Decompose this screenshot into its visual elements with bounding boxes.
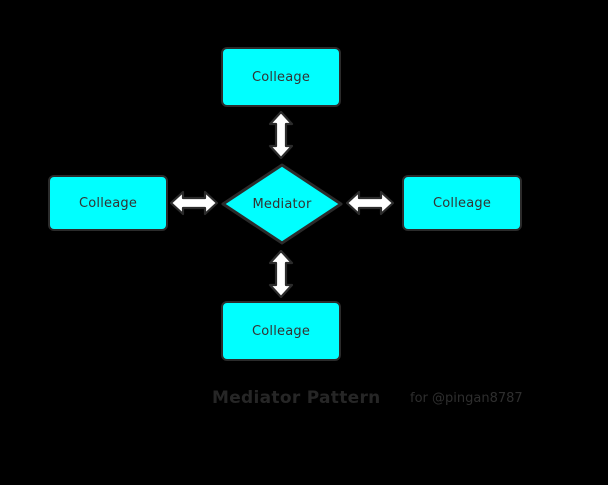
diagram-title: Mediator Pattern xyxy=(212,388,381,408)
connector-mediator-to-left-arrow[interactable] xyxy=(169,188,219,218)
connector-mediator-to-bottom-arrow[interactable] xyxy=(266,249,296,299)
connector-mediator-to-right-arrow[interactable] xyxy=(345,188,395,218)
node-label: Mediator xyxy=(252,196,312,212)
node-colleage-bottom[interactable]: Colleage xyxy=(221,301,341,361)
caption: Mediator Pattern for @pingan8787 xyxy=(0,388,608,414)
node-mediator[interactable]: Mediator xyxy=(221,163,343,245)
node-label: Colleage xyxy=(78,195,138,211)
double-arrow-horizontal-icon xyxy=(169,190,219,216)
double-arrow-vertical-icon xyxy=(268,110,294,160)
connector-mediator-to-top-arrow[interactable] xyxy=(266,110,296,160)
diagram-credit: for @pingan8787 xyxy=(410,391,523,406)
double-arrow-horizontal-icon xyxy=(345,190,395,216)
diamond-shape xyxy=(221,163,343,245)
node-label: Colleage xyxy=(251,69,311,85)
node-label: Colleage xyxy=(432,195,492,211)
node-colleage-left[interactable]: Colleage xyxy=(48,175,168,231)
double-arrow-vertical-icon xyxy=(268,249,294,299)
node-label: Colleage xyxy=(251,323,311,339)
node-colleage-top[interactable]: Colleage xyxy=(221,47,341,107)
node-colleage-right[interactable]: Colleage xyxy=(402,175,522,231)
